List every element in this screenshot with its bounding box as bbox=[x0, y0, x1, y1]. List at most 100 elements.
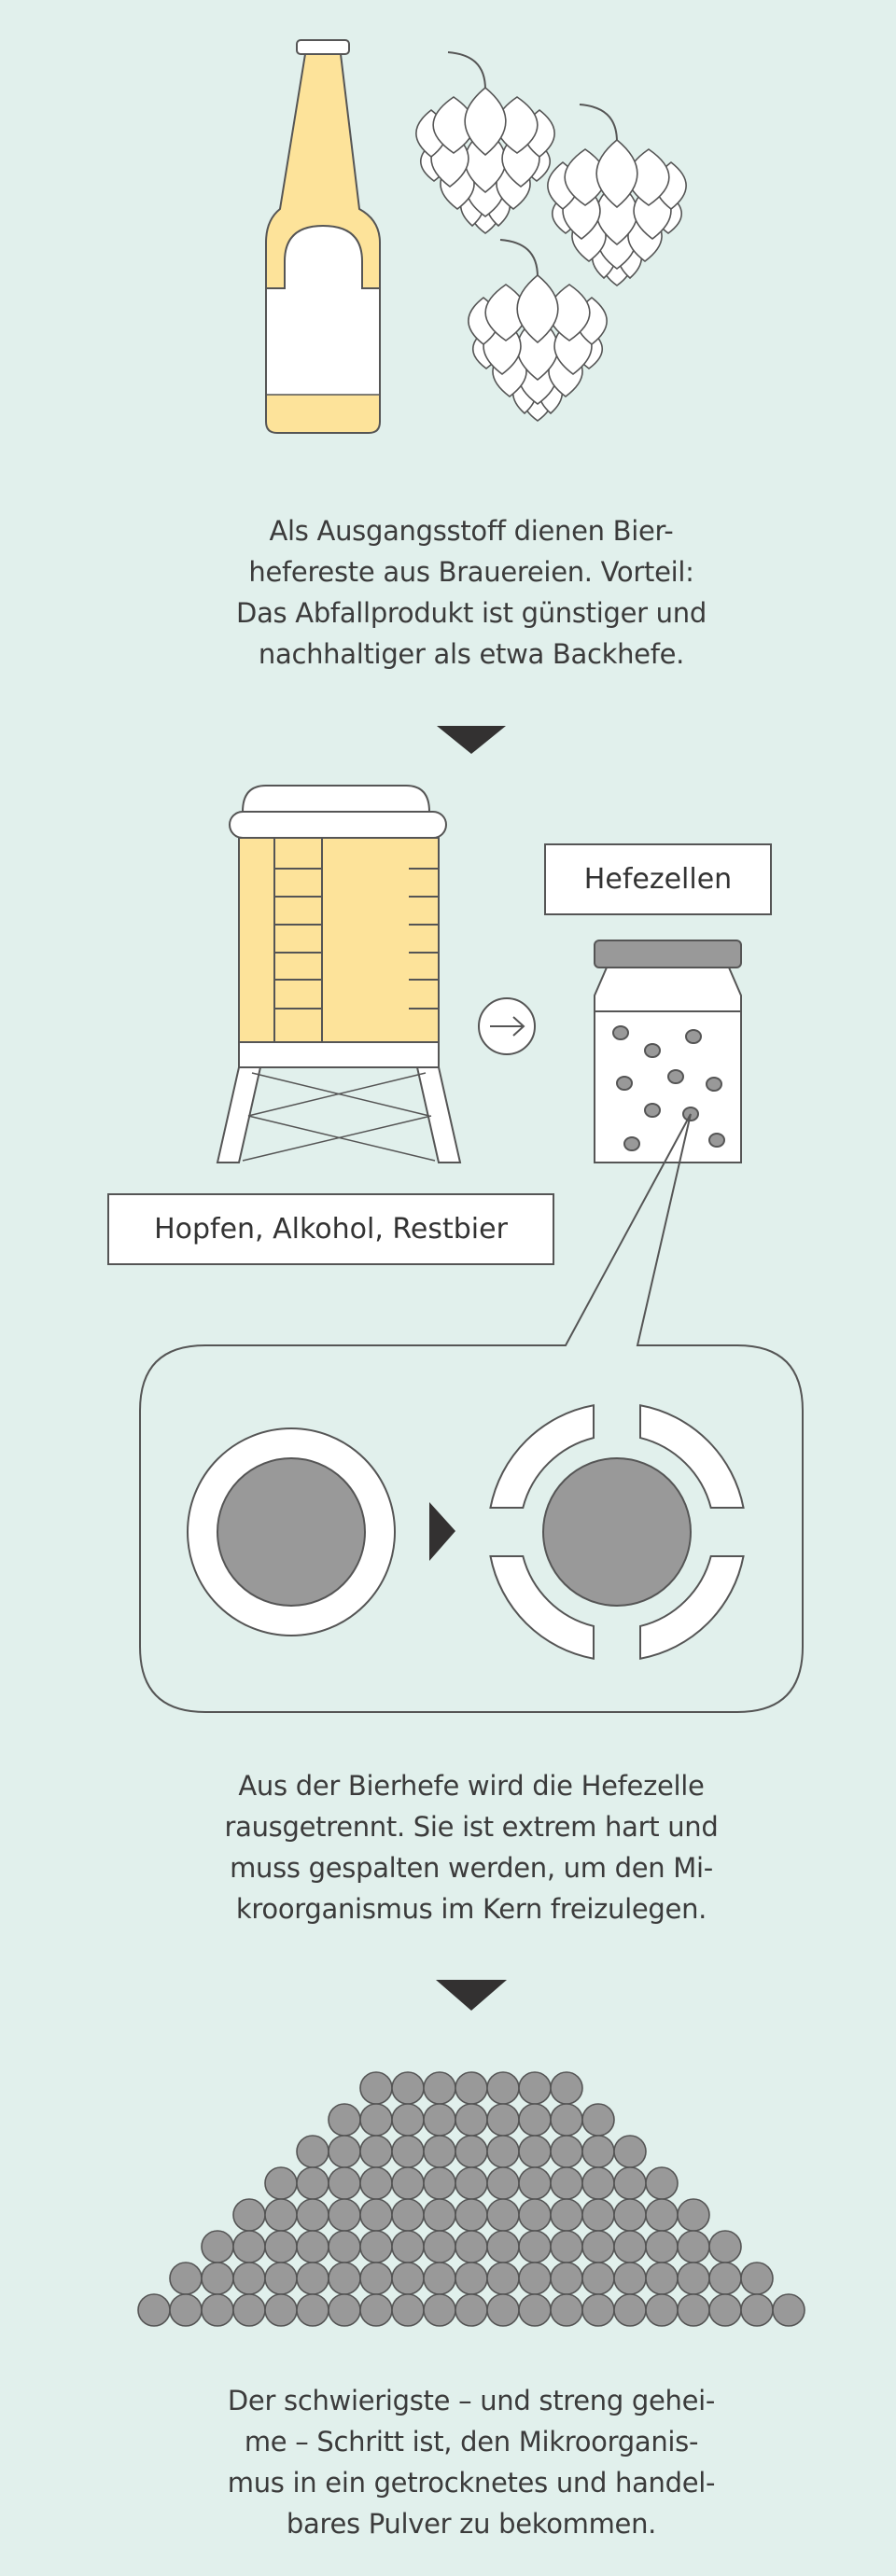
callout-bubble bbox=[139, 1113, 804, 1713]
powder-particle bbox=[486, 2230, 520, 2263]
powder-particle bbox=[613, 2166, 647, 2200]
down-triangle-icon bbox=[437, 726, 506, 754]
powder-particle bbox=[550, 2293, 583, 2327]
powder-particle bbox=[740, 2262, 774, 2295]
hop-cone-icon bbox=[468, 239, 608, 422]
powder-particle bbox=[486, 2135, 520, 2168]
powder-particle bbox=[359, 2103, 393, 2137]
powder-particle bbox=[550, 2198, 583, 2232]
powder-particle bbox=[518, 2293, 552, 2327]
label-yeast-cells: Hefezellen bbox=[544, 843, 772, 915]
powder-particle bbox=[645, 2198, 679, 2232]
powder-particle bbox=[423, 2198, 456, 2232]
powder-particle bbox=[677, 2198, 710, 2232]
powder-particle bbox=[169, 2262, 203, 2295]
powder-particle bbox=[486, 2262, 520, 2295]
powder-particle bbox=[359, 2166, 393, 2200]
jar-icon bbox=[594, 940, 742, 1163]
cell-wall-fragment bbox=[489, 1555, 595, 1660]
powder-particle bbox=[264, 2230, 298, 2263]
powder-particle bbox=[423, 2293, 456, 2327]
powder-particle bbox=[391, 2293, 425, 2327]
powder-particle bbox=[232, 2198, 266, 2232]
text-line: bares Pulver zu bekommen. bbox=[286, 2508, 657, 2540]
powder-particle bbox=[518, 2230, 552, 2263]
powder-particle bbox=[645, 2230, 679, 2263]
powder-particle bbox=[296, 2262, 329, 2295]
powder-particle bbox=[581, 2293, 615, 2327]
powder-particle bbox=[455, 2262, 488, 2295]
powder-particle bbox=[550, 2262, 583, 2295]
powder-particle bbox=[264, 2262, 298, 2295]
powder-particle bbox=[550, 2135, 583, 2168]
powder-particle bbox=[772, 2293, 805, 2327]
powder-particle bbox=[328, 2262, 361, 2295]
powder-particle bbox=[740, 2293, 774, 2327]
powder-particle bbox=[645, 2262, 679, 2295]
powder-particle bbox=[455, 2293, 488, 2327]
powder-particle bbox=[581, 2230, 615, 2263]
label-byproducts: Hopfen, Alkohol, Restbier bbox=[107, 1193, 554, 1265]
yeast-dot bbox=[685, 1029, 702, 1044]
powder-particle bbox=[201, 2230, 234, 2263]
powder-particle bbox=[296, 2230, 329, 2263]
powder-particle bbox=[328, 2166, 361, 2200]
yeast-dot bbox=[616, 1076, 633, 1091]
powder-particle bbox=[645, 2166, 679, 2200]
powder-particle bbox=[708, 2293, 742, 2327]
powder-particle bbox=[328, 2293, 361, 2327]
text-line: nachhaltiger als etwa Backhefe. bbox=[258, 638, 685, 670]
powder-particle bbox=[359, 2230, 393, 2263]
powder-particle bbox=[359, 2262, 393, 2295]
down-triangle-icon bbox=[436, 1980, 507, 2011]
step-2-text: Aus der Bierhefe wird die Hefezelle raus… bbox=[168, 1765, 775, 1929]
powder-particle bbox=[391, 2071, 425, 2105]
powder-particle bbox=[264, 2293, 298, 2327]
powder-particle bbox=[455, 2103, 488, 2137]
powder-particle bbox=[201, 2293, 234, 2327]
powder-particle bbox=[296, 2198, 329, 2232]
yeast-dot bbox=[708, 1133, 725, 1148]
step-3-text: Der schwierigste – und streng gehei- me … bbox=[168, 2380, 775, 2544]
powder-particle bbox=[359, 2293, 393, 2327]
powder-particle bbox=[264, 2198, 298, 2232]
powder-particle bbox=[296, 2135, 329, 2168]
powder-particle bbox=[708, 2262, 742, 2295]
yeast-dot bbox=[623, 1136, 640, 1151]
powder-particle bbox=[423, 2135, 456, 2168]
powder-particle bbox=[264, 2166, 298, 2200]
powder-particle bbox=[581, 2198, 615, 2232]
powder-particle bbox=[581, 2166, 615, 2200]
powder-particle bbox=[486, 2103, 520, 2137]
powder-particle bbox=[137, 2293, 171, 2327]
powder-particle bbox=[486, 2166, 520, 2200]
powder-particle bbox=[613, 2135, 647, 2168]
powder-particle bbox=[518, 2166, 552, 2200]
beer-bottle-icon bbox=[265, 39, 381, 434]
powder-particle bbox=[550, 2071, 583, 2105]
powder-particle bbox=[391, 2103, 425, 2137]
step-1-text: Als Ausgangsstoff dienen Bier- hefereste… bbox=[168, 510, 775, 675]
powder-particle bbox=[581, 2135, 615, 2168]
powder-particle bbox=[550, 2230, 583, 2263]
powder-particle bbox=[328, 2198, 361, 2232]
hops-group bbox=[415, 51, 687, 422]
powder-pile-icon bbox=[137, 2071, 805, 2327]
hop-cone-icon bbox=[415, 51, 555, 234]
powder-particle bbox=[391, 2230, 425, 2263]
cell-wall-fragment bbox=[639, 1555, 745, 1660]
powder-particle bbox=[518, 2071, 552, 2105]
powder-particle bbox=[169, 2293, 203, 2327]
powder-particle bbox=[391, 2135, 425, 2168]
yeast-cell-icon bbox=[187, 1427, 396, 1636]
powder-particle bbox=[423, 2071, 456, 2105]
label-byproducts-text: Hopfen, Alkohol, Restbier bbox=[154, 1213, 508, 1246]
powder-particle bbox=[486, 2071, 520, 2105]
text-line: kroorganismus im Kern freizulegen. bbox=[235, 1893, 707, 1925]
powder-particle bbox=[486, 2198, 520, 2232]
powder-particle bbox=[423, 2230, 456, 2263]
powder-particle bbox=[613, 2262, 647, 2295]
powder-particle bbox=[550, 2166, 583, 2200]
yeast-dot bbox=[612, 1025, 629, 1040]
